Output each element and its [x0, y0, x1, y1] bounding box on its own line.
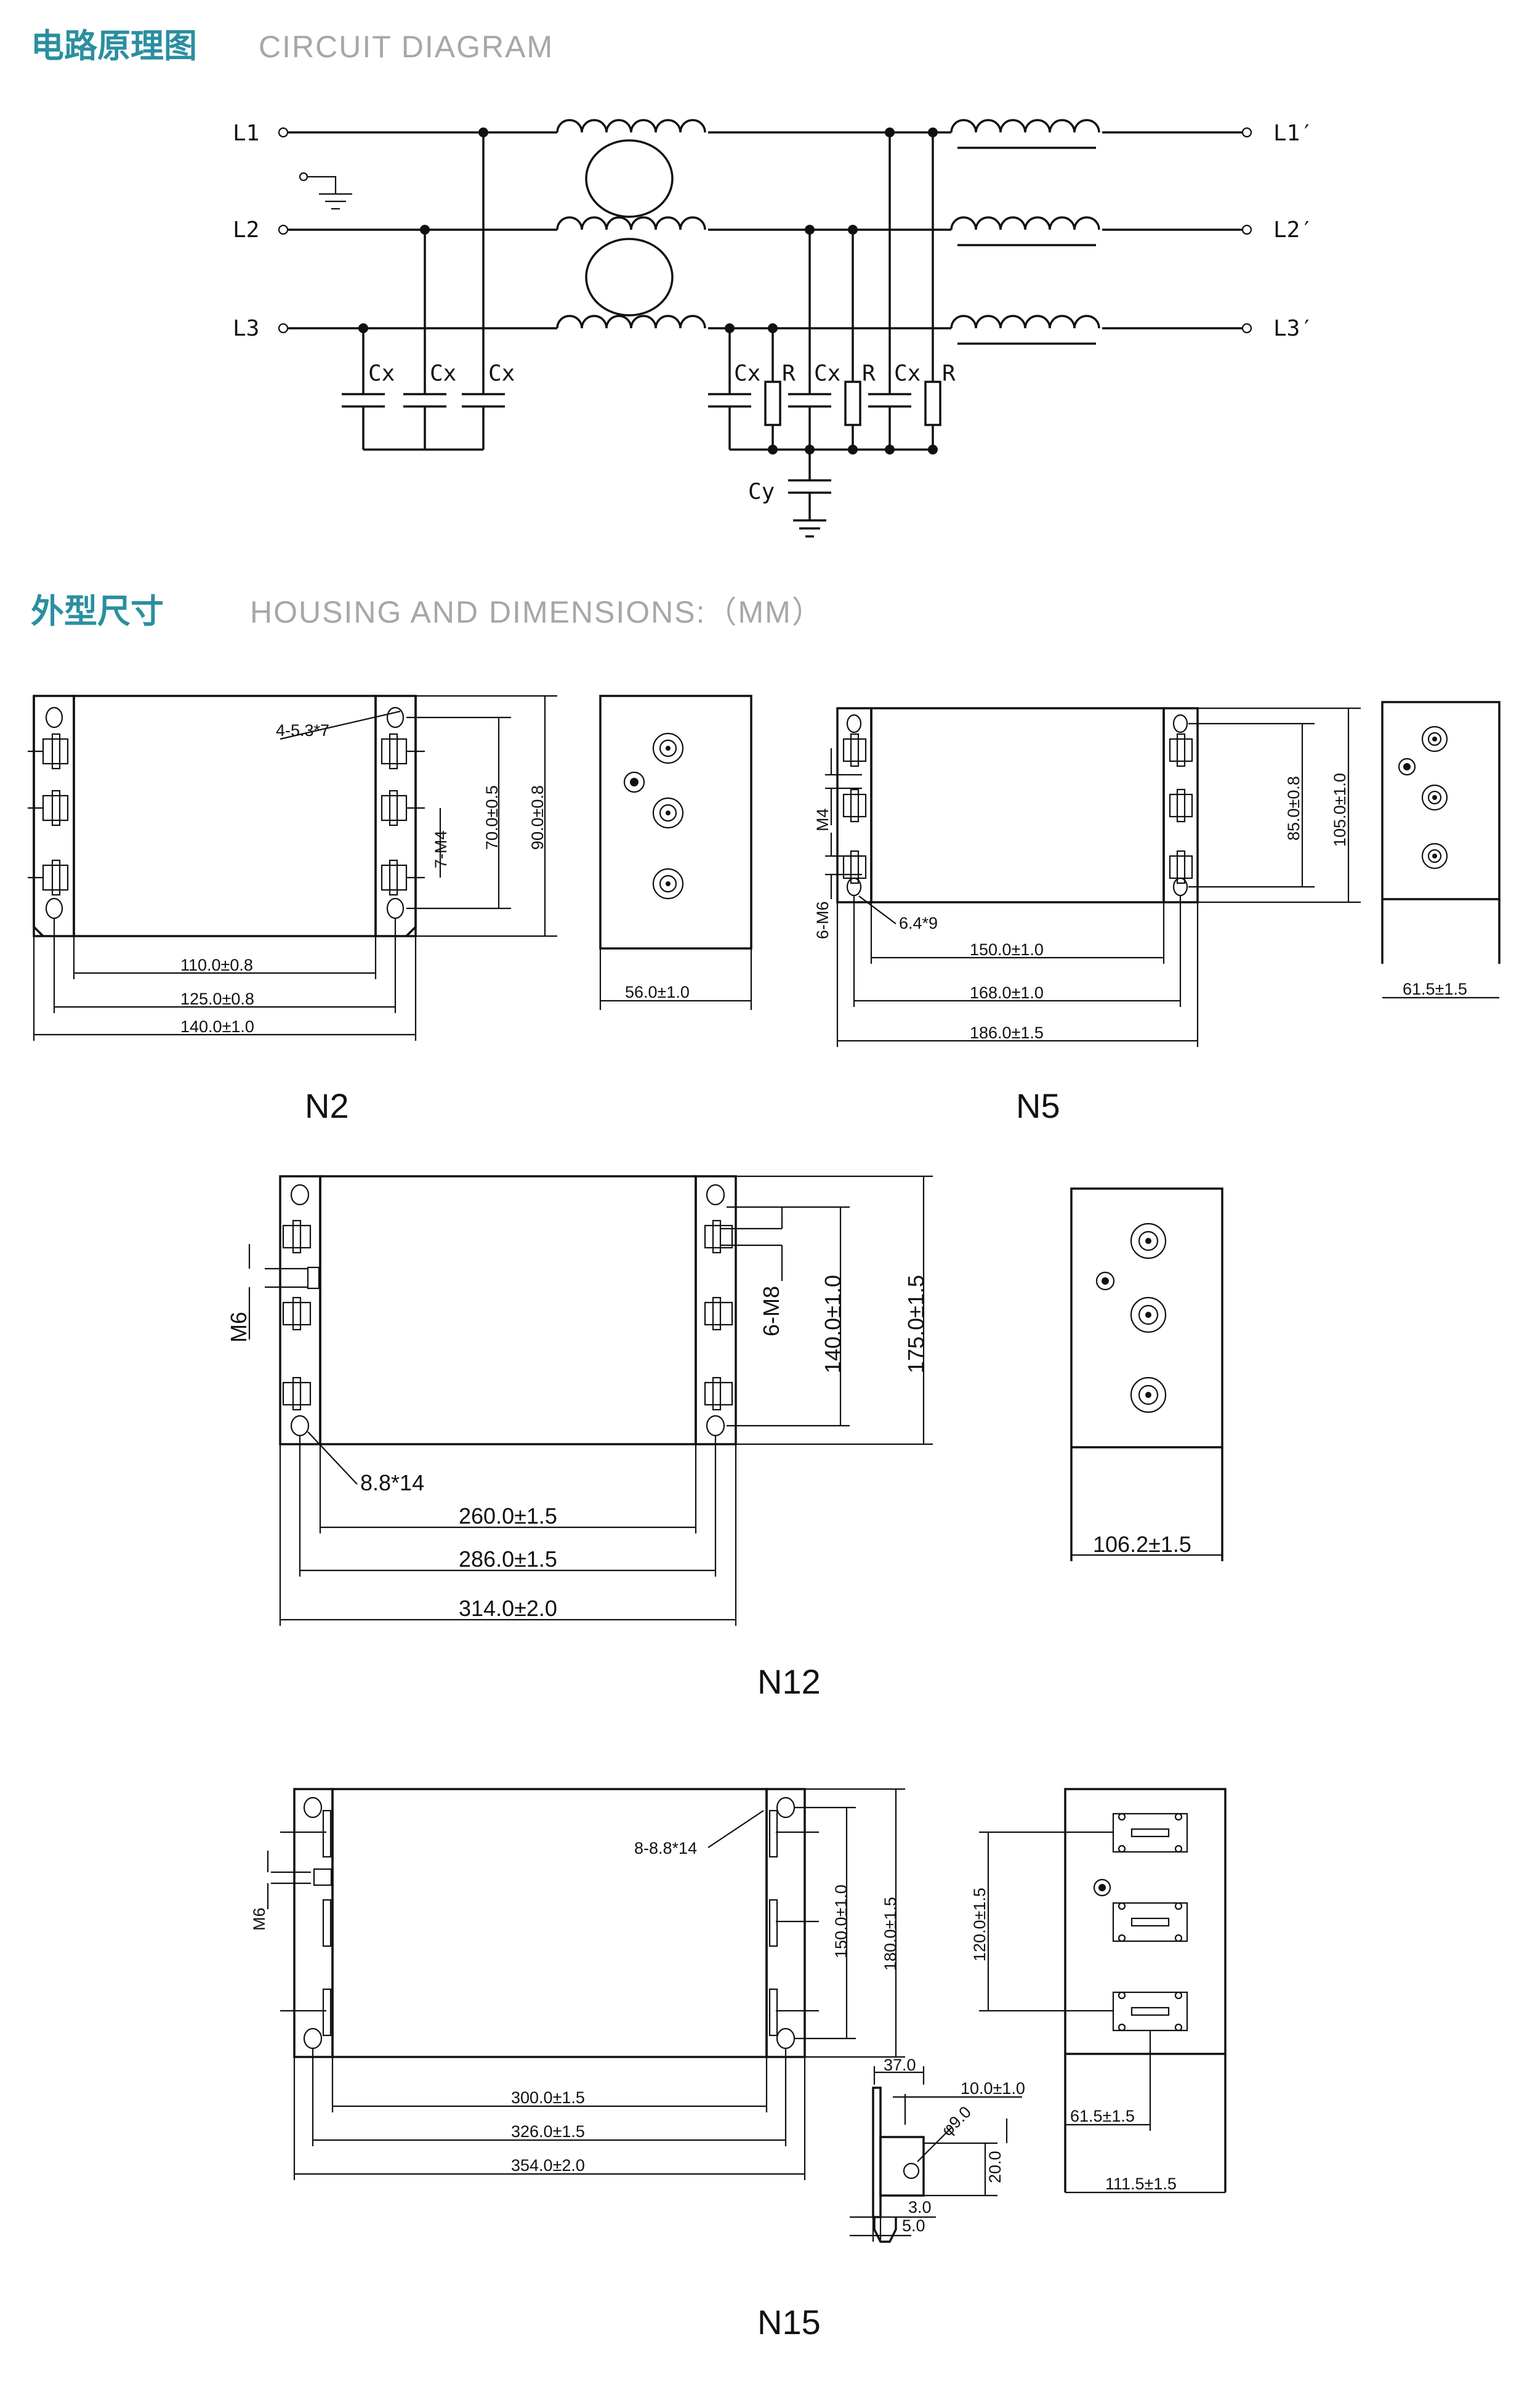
- n12-screw-large: 6-M8: [759, 1286, 784, 1336]
- cap-label-cx-2: Cx: [430, 361, 456, 386]
- terminal-l3-in: [278, 323, 289, 334]
- output-label-l1: L1′: [1273, 121, 1313, 146]
- n15-screw-small: M6: [250, 1907, 268, 1931]
- n12-height-outer: 175.0±1.5: [903, 1275, 929, 1373]
- circuit-section-header: 电路原理图 CIRCUIT DIAGRAM: [31, 18, 554, 67]
- n15-term-hole: φ9.0: [938, 2103, 975, 2139]
- input-label-l2: L2: [233, 217, 259, 243]
- n15-side-d1: 61.5±1.5: [1070, 2107, 1135, 2125]
- input-capacitor-bank: Cx Cx Cx: [342, 127, 515, 451]
- n12-width-1: 260.0±1.5: [459, 1503, 557, 1529]
- model-n5-drawing: M4 6-M6 6.4*9 85.0±0.8 105.0±1.0 150.0±1…: [813, 701, 1501, 1125]
- output-rc-network: Cx R Cx R Cx R Cy: [708, 127, 956, 538]
- model-n12-drawing: M6 6-M8 8.8*14 140.0±1.0 175.0±1.5 260.0…: [226, 1175, 1223, 1701]
- n12-model-label: N12: [757, 1662, 821, 1701]
- terminal-l1-in: [278, 127, 289, 138]
- n2-model-label: N2: [305, 1086, 349, 1125]
- model-n2-drawing: 4-5.3*7 7-M4 70.0±0.5 90.0±0.8 110.0±0.8…: [28, 695, 752, 1125]
- cap-label-cx-6: Cx: [894, 361, 921, 386]
- n5-screw-large: 6-M6: [813, 901, 832, 939]
- n12-height-inner: 140.0±1.0: [820, 1275, 845, 1373]
- n2-depth: 56.0±1.0: [625, 983, 690, 1001]
- n15-terminal-detail: 37.0 10.0±1.0 φ9.0 20.0 3.0 5.0: [850, 2056, 1025, 2243]
- common-mode-choke-icon: [556, 119, 706, 329]
- circuit-diagram: L1 L2 L3 L1′ L2′ L3′: [233, 119, 1313, 538]
- circuit-title-en: CIRCUIT DIAGRAM: [259, 30, 554, 64]
- cap-label-cx-5: Cx: [814, 361, 840, 386]
- terminal-l2-in: [278, 224, 289, 235]
- n15-height-outer: 180.0±1.5: [881, 1897, 900, 1971]
- n15-term-5: 5.0: [902, 2216, 925, 2235]
- n15-term-37: 37.0: [884, 2056, 916, 2074]
- n15-term-10: 10.0±1.0: [961, 2079, 1025, 2098]
- n5-screw-small: M4: [813, 808, 832, 831]
- n15-side-height: 120.0±1.5: [970, 1888, 989, 1962]
- n2-width-3: 140.0±1.0: [180, 1017, 254, 1036]
- n5-width-2: 168.0±1.0: [970, 984, 1044, 1002]
- ground-icon: [299, 172, 352, 210]
- n12-depth: 106.2±1.5: [1093, 1532, 1191, 1557]
- input-label-l1: L1: [233, 121, 259, 146]
- n15-term-3: 3.0: [908, 2198, 932, 2216]
- model-n15-drawing: M6 8-8.8*14 150.0±1.0 180.0±1.5 300.0±1.…: [250, 1788, 1227, 2341]
- n2-hole-note: 4-5.3*7: [276, 721, 329, 740]
- input-label-l3: L3: [233, 316, 259, 341]
- n5-height-inner: 85.0±0.8: [1284, 776, 1303, 841]
- n5-depth: 61.5±1.5: [1403, 980, 1467, 998]
- n12-width-2: 286.0±1.5: [459, 1546, 557, 1572]
- output-label-l3: L3′: [1273, 316, 1313, 341]
- res-label-r-2: R: [862, 361, 876, 386]
- n5-height-outer: 105.0±1.0: [1331, 773, 1349, 847]
- n15-hole-note: 8-8.8*14: [634, 1839, 697, 1857]
- housing-title-en: HOUSING AND DIMENSIONS:（MM）: [250, 595, 824, 629]
- terminal-l2-out: [1241, 224, 1252, 235]
- n15-height-inner: 150.0±1.0: [832, 1885, 850, 1958]
- n2-screw-label: 7-M4: [432, 830, 450, 868]
- cap-label-cx-4: Cx: [734, 361, 760, 386]
- n5-width-1: 150.0±1.0: [970, 940, 1044, 959]
- n2-height-inner: 70.0±0.5: [483, 785, 501, 850]
- n2-width-1: 110.0±0.8: [180, 956, 253, 974]
- n15-side-d2: 111.5±1.5: [1105, 2175, 1177, 2193]
- terminal-l1-out: [1241, 127, 1252, 138]
- output-label-l2: L2′: [1273, 217, 1313, 243]
- res-label-r-1: R: [782, 361, 796, 386]
- res-label-r-3: R: [942, 361, 956, 386]
- n5-hole-note: 6.4*9: [899, 914, 938, 932]
- n15-model-label: N15: [757, 2303, 821, 2341]
- housing-title-cn: 外型尺寸: [31, 592, 164, 631]
- n15-term-20: 20.0: [986, 2151, 1004, 2183]
- terminal-l3-out: [1241, 323, 1252, 334]
- n15-width-3: 354.0±2.0: [511, 2156, 585, 2175]
- n12-screw-small: M6: [226, 1312, 251, 1343]
- cap-label-cy: Cy: [748, 479, 775, 504]
- cap-label-cx-3: Cx: [488, 361, 515, 386]
- n12-hole-note: 8.8*14: [360, 1470, 424, 1495]
- n12-width-3: 314.0±2.0: [459, 1596, 557, 1621]
- circuit-title-cn: 电路原理图: [31, 26, 197, 65]
- n5-model-label: N5: [1016, 1086, 1060, 1125]
- cap-label-cx-1: Cx: [368, 361, 395, 386]
- n15-width-2: 326.0±1.5: [511, 2122, 585, 2141]
- n2-height-outer: 90.0±0.8: [528, 785, 547, 850]
- differential-inductor-icon: [950, 119, 1100, 345]
- n15-width-1: 300.0±1.5: [511, 2088, 585, 2107]
- n2-width-2: 125.0±0.8: [180, 990, 254, 1008]
- housing-section-header: 外型尺寸 HOUSING AND DIMENSIONS:（MM）: [31, 584, 824, 632]
- n5-width-3: 186.0±1.5: [970, 1024, 1044, 1042]
